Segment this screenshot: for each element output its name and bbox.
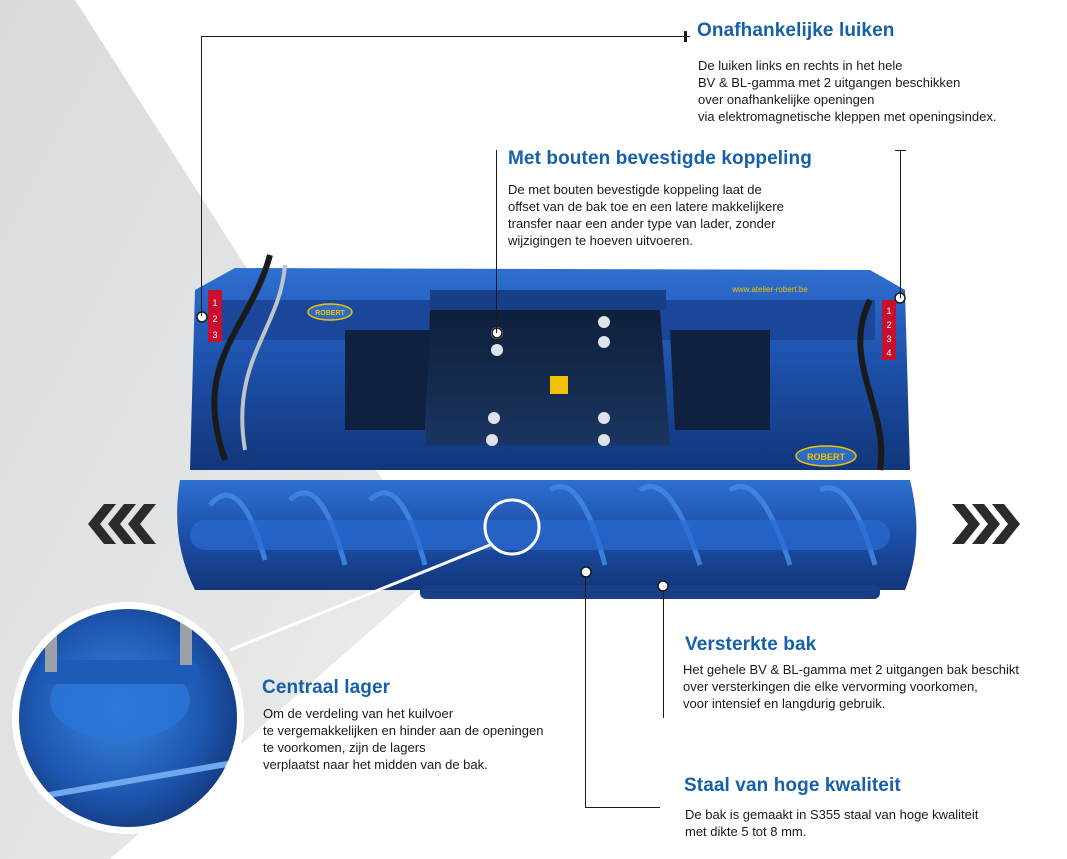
leader-line-staal: [585, 576, 586, 808]
leader-line-staal-h: [585, 807, 660, 808]
coupling-plate: [425, 310, 670, 445]
title-koppeling: Met bouten bevestigde koppeling: [508, 148, 812, 169]
right-hatch-label: [882, 300, 896, 360]
title-staal: Staal van hoge kwaliteit: [684, 775, 901, 796]
left-hatch-label: [208, 290, 222, 342]
leader-tick-luiken: [684, 31, 687, 42]
body-bak: Het gehele BV & BL-gamma met 2 uitgangen…: [683, 662, 1020, 711]
brand-badge-small: ROBERT: [315, 310, 345, 317]
triple-chevron-left-icon: [88, 504, 156, 544]
leader-line-luiken-h: [201, 36, 690, 37]
svg-text:4: 4: [886, 348, 891, 358]
svg-text:2: 2: [886, 320, 891, 330]
body-koppeling: De met bouten bevestigde koppeling laat …: [508, 182, 784, 248]
title-lager: Centraal lager: [262, 677, 391, 698]
leader-tick-luiken-right: [895, 150, 906, 151]
svg-text:2: 2: [212, 314, 217, 324]
website-label: www.atelier-robert.be: [731, 285, 808, 294]
body-lager: Om de verdeling van het kuilvoer te verg…: [263, 706, 544, 772]
warning-label: [550, 376, 568, 394]
leader-line-luiken-right: [900, 150, 901, 298]
svg-text:3: 3: [212, 330, 217, 340]
central-bearing-marker: [483, 498, 541, 556]
leader-line-bak: [663, 590, 664, 718]
leader-line-luiken: [201, 36, 202, 316]
triple-chevron-right-icon: [952, 504, 1020, 544]
body-staal: De bak is gemaakt in S355 staal van hoge…: [685, 807, 979, 839]
svg-text:1: 1: [886, 306, 891, 316]
title-bak: Versterkte bak: [685, 634, 817, 655]
body-luiken: De luiken links en rechts in het hele BV…: [698, 58, 997, 124]
title-luiken: Onafhankelijke luiken: [697, 20, 895, 41]
leader-line-koppeling: [496, 150, 497, 333]
brand-badge: ROBERT: [807, 452, 846, 462]
svg-text:3: 3: [886, 334, 891, 344]
svg-text:1: 1: [212, 298, 217, 308]
